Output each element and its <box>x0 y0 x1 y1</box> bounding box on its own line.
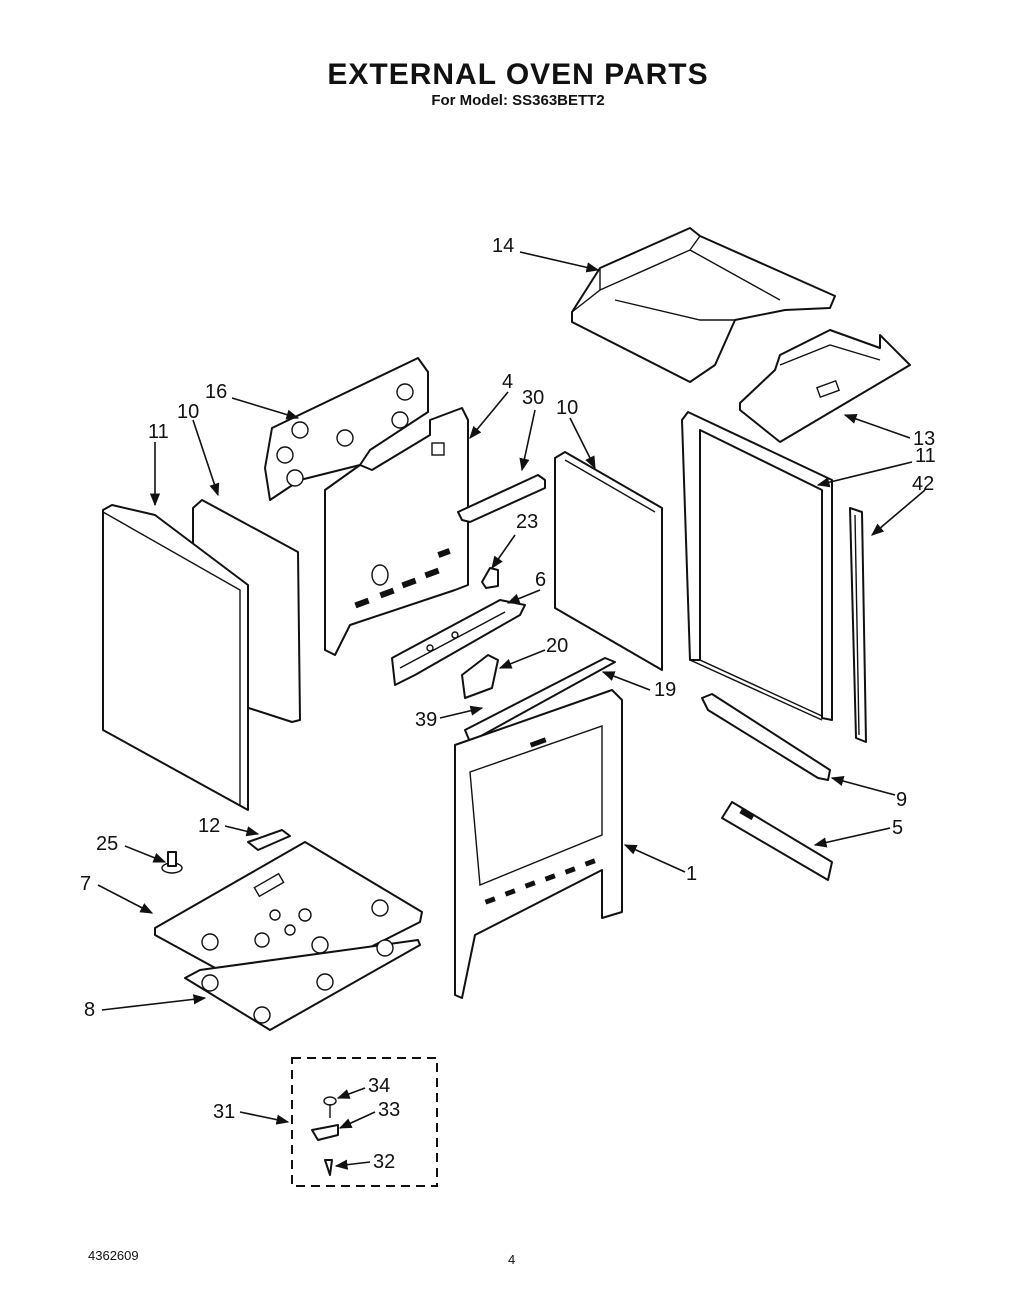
leader-lines <box>97 251 926 1170</box>
callout-8: 8 <box>84 999 95 1021</box>
part-20-bracket[interactable] <box>461 654 499 699</box>
callout-23: 23 <box>516 511 538 533</box>
part-5-rail[interactable] <box>721 801 833 881</box>
callout-33: 33 <box>378 1099 400 1121</box>
callout-30: 30 <box>522 387 544 409</box>
page-number: 4 <box>508 1252 516 1267</box>
model-subtitle: For Model: SS363BETT2 <box>431 92 605 109</box>
callout-10-right: 10 <box>556 397 578 419</box>
callout-25: 25 <box>96 833 118 855</box>
callout-9: 9 <box>896 789 907 811</box>
callout-labels: 14 16 4 30 10 10 11 11 13 42 23 6 20 19 … <box>80 235 936 1173</box>
callout-7: 7 <box>80 873 91 895</box>
part-9-rail[interactable] <box>701 693 831 781</box>
part-14-top-cover[interactable] <box>571 227 836 383</box>
callout-16: 16 <box>205 381 227 403</box>
callout-39: 39 <box>415 709 437 731</box>
part-11-right-side-panel[interactable] <box>681 411 833 721</box>
part-25-leveler[interactable] <box>161 851 183 874</box>
callout-32: 32 <box>373 1151 395 1173</box>
part-13-rear-panel[interactable] <box>739 329 911 443</box>
callout-4: 4 <box>502 371 513 393</box>
callout-19: 19 <box>654 679 676 701</box>
part-23-clip[interactable] <box>481 567 499 589</box>
callout-34: 34 <box>368 1075 390 1097</box>
callout-1: 1 <box>686 863 697 885</box>
part-42-trim-strip[interactable] <box>849 507 867 743</box>
callout-42: 42 <box>912 473 934 495</box>
callout-11-left: 11 <box>148 421 169 443</box>
callout-6: 6 <box>535 569 546 591</box>
part-10-right-insulation[interactable] <box>554 451 663 671</box>
part-6-lower-rail[interactable] <box>391 599 526 686</box>
part-1-front-frame[interactable] <box>454 689 623 999</box>
callout-12: 12 <box>198 815 220 837</box>
part-12-clip[interactable] <box>247 829 291 851</box>
part-16-back-panel[interactable] <box>264 357 429 501</box>
document-number: 4362609 <box>88 1248 139 1263</box>
part-19-strip[interactable] <box>464 657 616 743</box>
part-8-bottom-panel[interactable] <box>184 939 421 1031</box>
callout-13: 13 <box>913 428 935 450</box>
callout-14: 14 <box>492 235 514 257</box>
part-31-kit[interactable] <box>291 1057 438 1187</box>
part-30-bracket[interactable] <box>457 474 546 523</box>
part-11-left-side-panel[interactable] <box>102 504 249 811</box>
callout-11-right: 11 <box>915 445 936 467</box>
callout-10-left: 10 <box>177 401 199 423</box>
callout-20: 20 <box>546 635 568 657</box>
page-title: EXTERNAL OVEN PARTS <box>327 58 709 91</box>
callout-31: 31 <box>213 1101 235 1123</box>
callout-5: 5 <box>892 817 903 839</box>
part-4-inner-back-panel[interactable] <box>324 407 469 656</box>
